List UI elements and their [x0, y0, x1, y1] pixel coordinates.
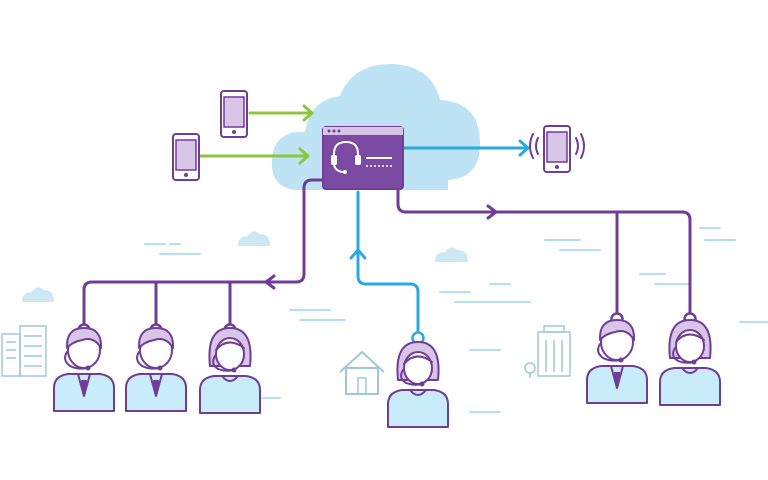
smartphone-icon — [172, 133, 200, 181]
home-icon — [339, 351, 385, 395]
decorative-dashes — [144, 227, 768, 413]
agent-headset-icon — [387, 341, 449, 428]
smartphone-icon — [220, 90, 248, 138]
agent-headset-icon — [125, 327, 187, 412]
network-lines — [77, 178, 697, 337]
small-cloud-mid — [238, 231, 270, 246]
small-cloud-left — [22, 287, 54, 302]
agent-headset-icon — [199, 327, 261, 414]
ringing-phone-icon — [529, 125, 585, 173]
agent-headset-icon — [659, 319, 721, 406]
office-building-icon — [524, 325, 571, 378]
agent-headset-icon — [53, 327, 115, 412]
agent-headset-icon — [586, 319, 648, 404]
headset-icon — [331, 140, 361, 174]
contact-center-app-icon — [322, 126, 404, 190]
inbound-call-arrows — [198, 104, 314, 165]
remote-agent-link — [349, 190, 425, 345]
small-cloud-right — [435, 247, 468, 262]
office-building-icon — [1, 325, 47, 377]
outbound-call-arrow — [400, 139, 530, 157]
